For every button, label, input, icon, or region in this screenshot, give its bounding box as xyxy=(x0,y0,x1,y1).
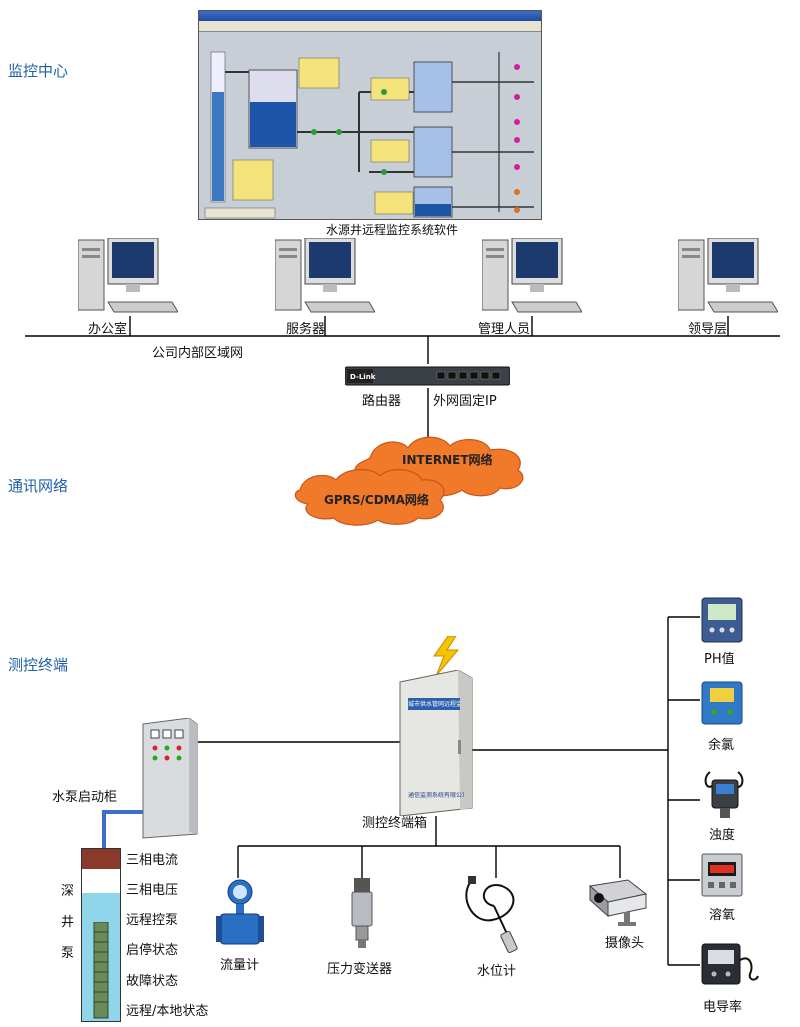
pump-cabinet-label: 水泵启动柜 xyxy=(52,790,118,805)
device-label-oxygen: 溶氧 xyxy=(709,908,736,923)
dissolved-oxygen-meter-icon xyxy=(701,853,743,897)
turbidity-meter-icon xyxy=(704,771,744,818)
ph-meter-icon xyxy=(701,597,743,643)
pump-signal-item: 远程控泵 xyxy=(126,913,179,928)
terminal-box-icon xyxy=(399,670,473,816)
network-node-server: 服务器 xyxy=(286,322,326,337)
router-icon: D-Link xyxy=(345,366,510,386)
computer-icon xyxy=(78,238,178,313)
device-label-pressure: 压力变送器 xyxy=(327,962,393,977)
well-label-char-1: 深 xyxy=(61,884,75,899)
pump-signal-item: 启停状态 xyxy=(126,943,179,958)
network-lines xyxy=(25,316,780,440)
pump-signal-item: 故障状态 xyxy=(126,974,179,989)
device-label-conductivity: 电导率 xyxy=(703,1000,743,1015)
computer-icon xyxy=(482,238,582,313)
software-caption: 水源井远程监控系统软件 xyxy=(326,223,459,237)
network-node-managers: 管理人员 xyxy=(478,322,531,337)
terminal-box-sign: 城市供水管网远程监测系统 xyxy=(408,701,460,708)
cloud-gprs-label: GPRS/CDMA网络 xyxy=(324,492,429,507)
router-brand: D-Link xyxy=(350,373,376,381)
pump-cabinet-icon xyxy=(142,718,198,839)
monitoring-software-window xyxy=(198,10,542,220)
cloud-graphic: INTERNET网络 GPRS/CDMA网络 xyxy=(294,436,524,526)
router-label: 路由器 xyxy=(362,394,402,409)
conductivity-meter-icon xyxy=(701,943,759,985)
external-ip-label: 外网固定IP xyxy=(433,394,497,409)
network-node-office: 办公室 xyxy=(88,322,128,337)
section-title-terminal: 测控终端 xyxy=(8,656,69,674)
device-label-water-level: 水位计 xyxy=(477,964,517,979)
lan-label: 公司内部区域网 xyxy=(152,346,244,361)
camera-icon xyxy=(588,879,648,926)
software-menubar xyxy=(199,21,541,32)
well-label-char-3: 泵 xyxy=(61,946,75,961)
well-label-char-2: 井 xyxy=(61,915,75,930)
network-node-leadership: 领导层 xyxy=(688,322,728,337)
computer-icon xyxy=(275,238,375,313)
cloud-internet-label: INTERNET网络 xyxy=(402,452,493,467)
computer-icon xyxy=(678,238,778,313)
water-level-sensor-icon xyxy=(465,876,518,954)
terminal-box-bottom-text: 通信监测系统有限公司 xyxy=(408,792,464,799)
pump-signal-item: 三相电压 xyxy=(126,883,179,898)
device-label-chlorine: 余氯 xyxy=(708,738,735,753)
device-label-turbidity: 浊度 xyxy=(709,828,736,843)
pump-signal-item: 三相电流 xyxy=(126,853,179,868)
submersible-pump-icon xyxy=(93,922,109,1019)
software-process-graphic xyxy=(199,32,541,219)
flowmeter-icon xyxy=(216,879,264,945)
section-title-comm-network: 通讯网络 xyxy=(8,477,69,495)
terminal-box-label: 测控终端箱 xyxy=(362,816,428,831)
lightning-icon xyxy=(433,636,460,676)
device-label-flowmeter: 流量计 xyxy=(220,958,260,973)
cloud-gprs xyxy=(294,469,445,526)
software-titlebar xyxy=(199,11,541,21)
device-label-ph: PH值 xyxy=(704,652,735,667)
section-title-monitor-center: 监控中心 xyxy=(8,62,69,80)
terminal-lines xyxy=(102,616,700,966)
device-label-camera: 摄像头 xyxy=(605,936,645,951)
pump-signal-item: 远程/本地状态 xyxy=(126,1004,209,1019)
residual-chlorine-meter-icon xyxy=(701,681,743,725)
pressure-transmitter-icon xyxy=(351,878,373,948)
